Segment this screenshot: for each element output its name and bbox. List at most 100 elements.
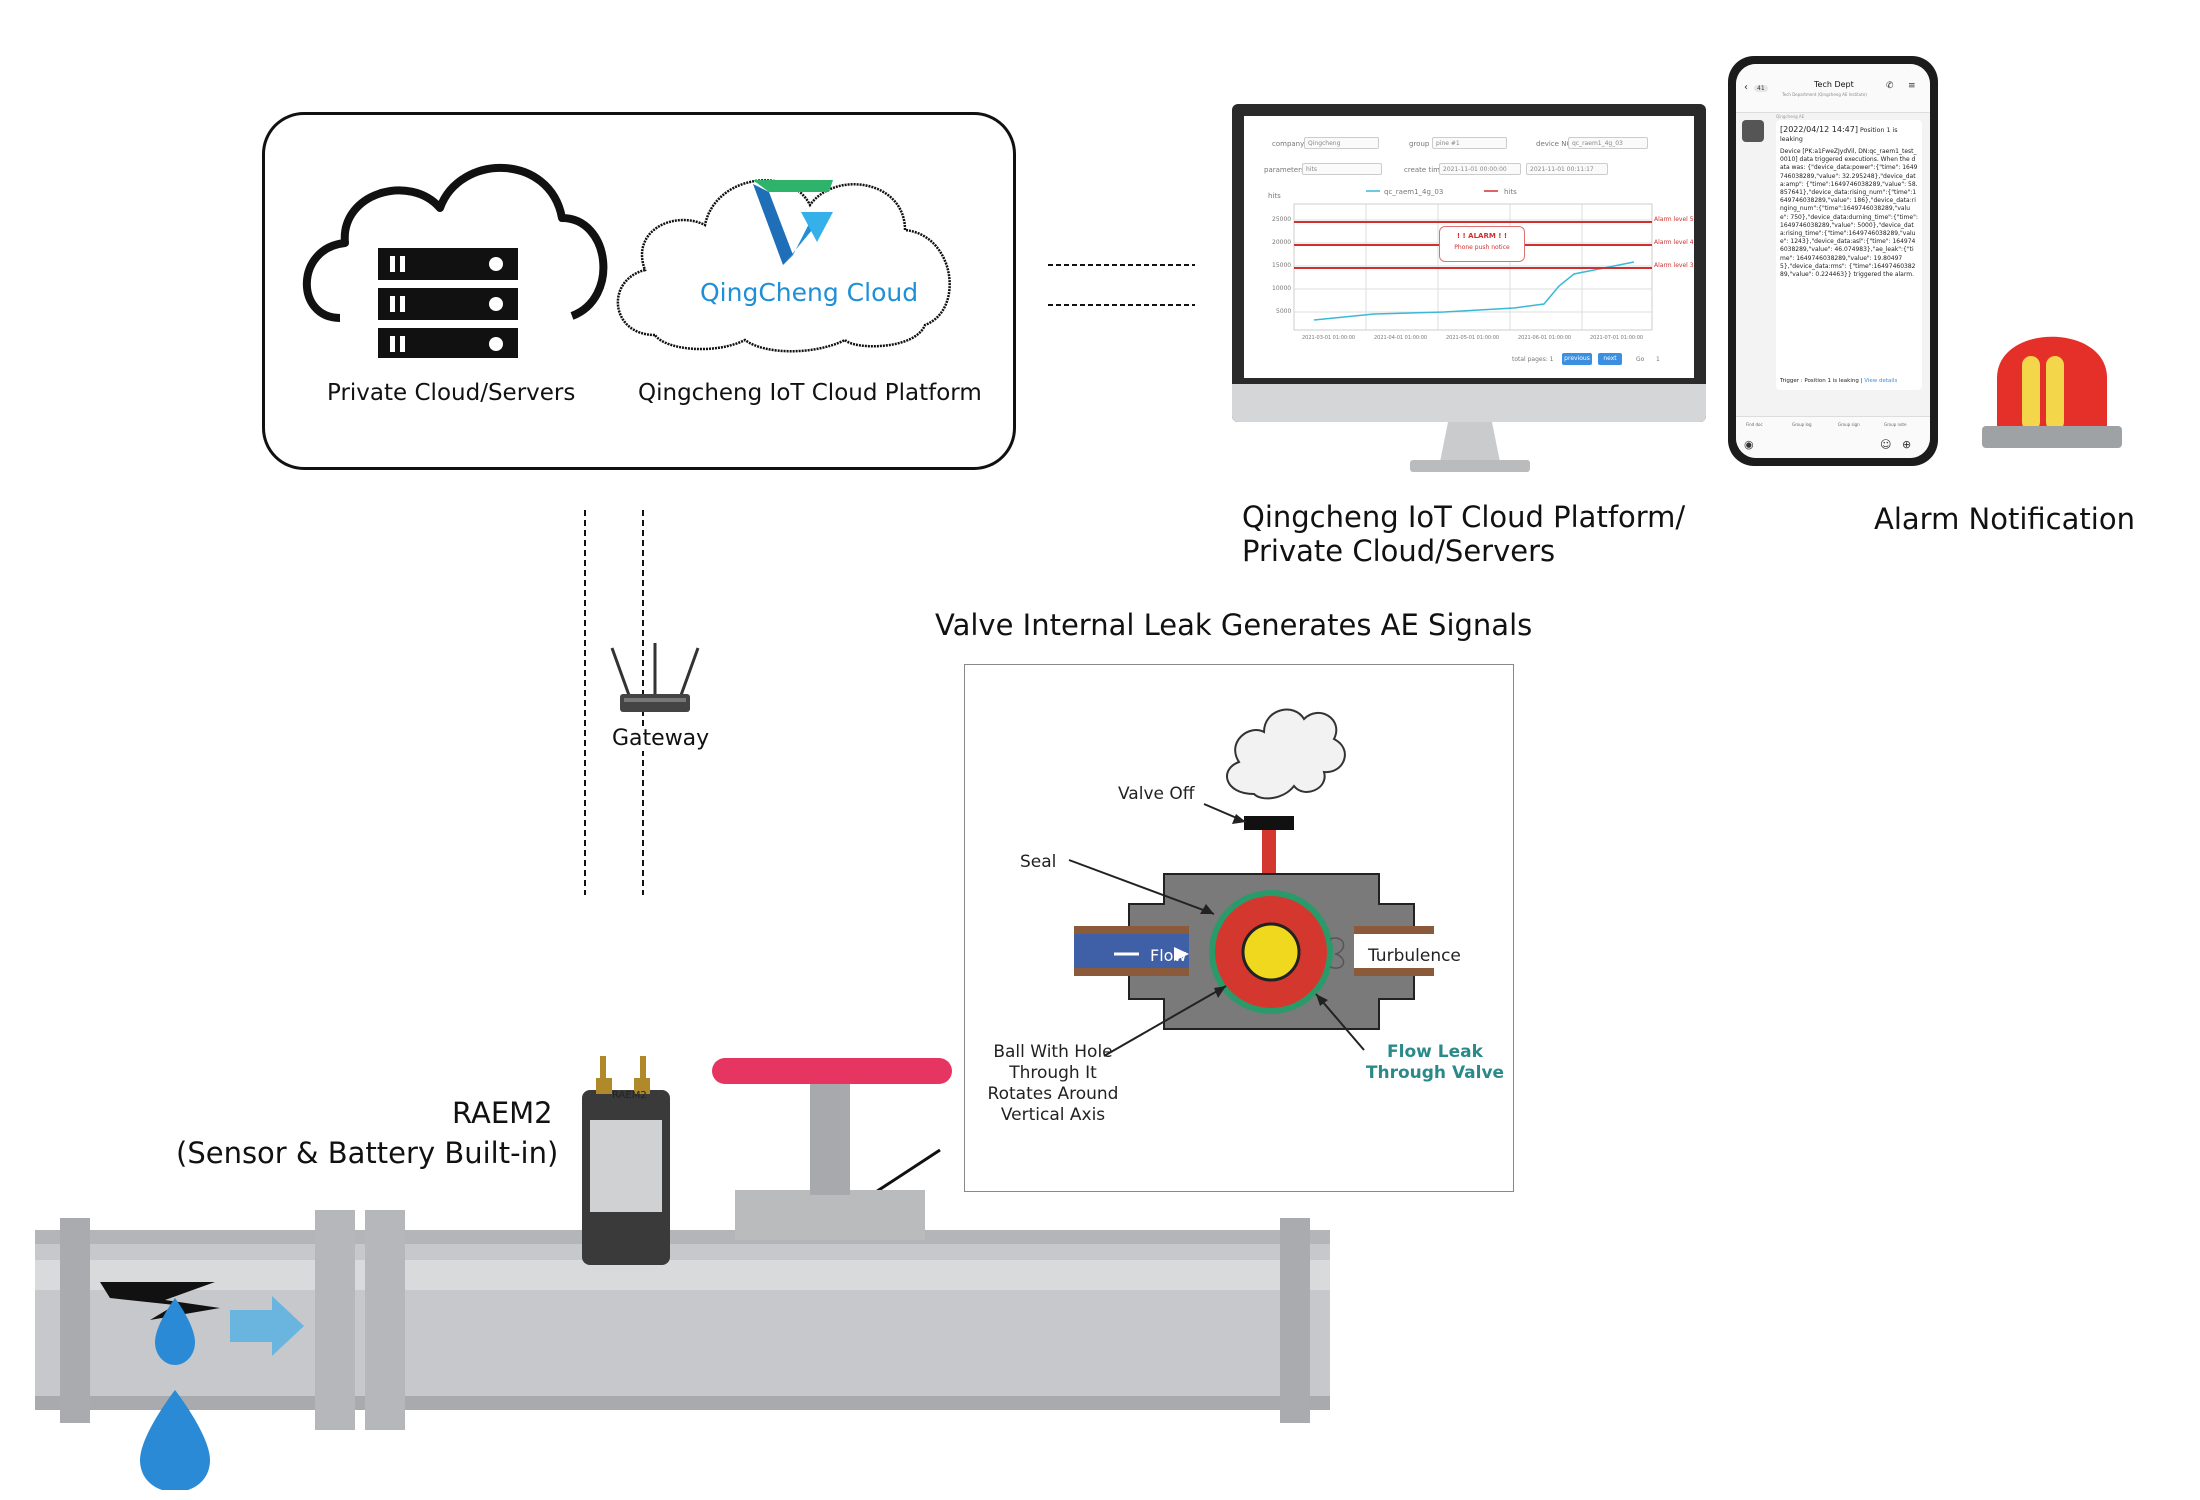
toolbar-item[interactable]: Group sign xyxy=(1838,422,1860,427)
view-details-link[interactable]: View details xyxy=(1864,378,1898,384)
steam-cloud-icon xyxy=(1226,708,1346,800)
chat-title: Tech Dept xyxy=(1814,80,1854,89)
alarm-level-5-line xyxy=(1294,221,1652,223)
platform-servers-label-line1: Qingcheng IoT Cloud Platform/ xyxy=(1242,500,1686,534)
ball-hole xyxy=(1241,922,1301,982)
message-body: Device [PK:a1FweZJydVil, DN:qc_raem1_tes… xyxy=(1780,148,1918,279)
pager-page[interactable]: 1 xyxy=(1656,356,1660,363)
alarm-popup: ! ! ALARM ! ! Phone push notice xyxy=(1439,226,1525,262)
parameters-select[interactable]: hits xyxy=(1302,163,1382,175)
sensor-name-label: RAEM2 xyxy=(452,1096,553,1130)
add-icon[interactable]: ⊕ xyxy=(1902,438,1912,451)
x-tick-label: 2021-03-01 01:00:00 xyxy=(1302,335,1356,341)
alarm-light-icon xyxy=(1982,336,2122,448)
y-tick-label: 10000 xyxy=(1272,285,1292,292)
sensor-device xyxy=(582,1056,670,1265)
next-button[interactable]: next xyxy=(1598,353,1622,365)
dashboard-screen: company Qingcheng group pine #1 device N… xyxy=(1244,116,1694,378)
bot-tag: Qingcheng AE xyxy=(1776,114,1805,119)
gateway-label: Gateway xyxy=(610,726,712,751)
device-select[interactable]: qc_raem1_4g_03 xyxy=(1568,137,1648,149)
toolbar-item[interactable]: Group note xyxy=(1884,422,1907,427)
call-icon[interactable]: ✆ xyxy=(1886,81,1894,91)
toolbar-item[interactable]: Group log xyxy=(1792,422,1812,427)
private-cloud-icon xyxy=(302,163,608,358)
y-tick-label: 25000 xyxy=(1272,216,1292,223)
qingcheng-cloud-icon xyxy=(616,179,951,353)
pager-total: total pages: 1 xyxy=(1512,356,1554,363)
x-tick-label: 2021-04-01 01:00:00 xyxy=(1374,335,1428,341)
y-tick-label: 20000 xyxy=(1272,239,1292,246)
seal-label: Seal xyxy=(1020,852,1057,872)
menu-icon[interactable]: ≡ xyxy=(1908,81,1916,91)
toolbar-item[interactable]: Find doc xyxy=(1746,422,1763,427)
alarm-popup-text: Phone push notice xyxy=(1454,244,1510,251)
back-count-badge: 41 xyxy=(1754,85,1768,92)
alarm-level-label: Alarm level 5 xyxy=(1654,216,1694,223)
bot-avatar-icon xyxy=(1742,120,1764,142)
valve-leak-title: Valve Internal Leak Generates AE Signals xyxy=(935,608,1533,642)
chat-subtitle: Tech Department (Qingcheng AE Institute) xyxy=(1782,92,1867,97)
water-drop-icon xyxy=(140,1390,210,1490)
alarm-popup-title: ! ! ALARM ! ! xyxy=(1456,232,1508,240)
valve-handle-assembly xyxy=(712,1058,952,1240)
emoji-icon[interactable]: ☺ xyxy=(1880,438,1892,451)
valve-stem xyxy=(1262,830,1276,885)
legend-alarm-label: hits xyxy=(1504,188,1517,196)
sensor-desc-label: (Sensor & Battery Built-in) xyxy=(176,1136,559,1170)
ball-line: Ball With Hole xyxy=(993,1042,1113,1062)
flow-pipe-left xyxy=(1074,926,1189,976)
turbulence-label: Turbulence xyxy=(1368,946,1461,966)
monitor-chin xyxy=(1232,384,1706,422)
chart-series-line xyxy=(1313,261,1635,321)
back-icon[interactable]: ‹ xyxy=(1744,82,1748,93)
group-select[interactable]: pine #1 xyxy=(1432,137,1507,149)
qingcheng-platform-label: Qingcheng IoT Cloud Platform xyxy=(638,380,982,406)
previous-button[interactable]: previous xyxy=(1562,353,1592,365)
pipeline-scene xyxy=(35,1056,1330,1490)
x-tick-label: 2021-06-01 01:00:00 xyxy=(1518,335,1572,341)
y-tick-label: 5000 xyxy=(1276,308,1292,315)
x-tick-label: 2021-07-01 01:00:00 xyxy=(1590,335,1644,341)
flow-leak-line: Through Valve xyxy=(1365,1063,1505,1083)
leak-lightning-icon xyxy=(100,1282,220,1320)
valve-off-cap xyxy=(1244,816,1294,830)
ball-line: Rotates Around xyxy=(987,1084,1119,1104)
trigger-line: Trigger : Position 1 is leaking | xyxy=(1780,378,1863,384)
flow-arrow-icon xyxy=(230,1296,304,1356)
private-cloud-label: Private Cloud/Servers xyxy=(327,380,576,406)
valve-off-label: Valve Off xyxy=(1118,784,1195,804)
alarm-level-label: Alarm level 4 xyxy=(1654,239,1694,246)
alarm-level-label: Alarm level 3 xyxy=(1654,262,1694,269)
voice-icon[interactable]: ◉ xyxy=(1744,438,1754,451)
message-timestamp: [2022/04/12 14:47] xyxy=(1780,125,1858,134)
flow-label: Flow xyxy=(1150,946,1187,965)
message-head: Position 1 is leaking xyxy=(1780,127,1898,143)
alarm-message-bubble: [2022/04/12 14:47] Position 1 is leaking… xyxy=(1776,120,1922,390)
platform-servers-label-line2: Private Cloud/Servers xyxy=(1242,534,1556,568)
alarm-level-3-line xyxy=(1294,267,1652,269)
ball-description: Ball With Hole Through It Rotates Around… xyxy=(968,1042,1138,1126)
end-time-field[interactable]: 2021-11-01 00:11:17 xyxy=(1526,163,1608,175)
ball-line: Vertical Axis xyxy=(1000,1105,1106,1125)
start-time-field[interactable]: 2021-11-01 00:00:00 xyxy=(1439,163,1521,175)
x-tick-label: 2021-05-01 01:00:00 xyxy=(1446,335,1500,341)
server-rack-icon xyxy=(378,248,518,358)
pager-go[interactable]: Go xyxy=(1636,356,1645,363)
dashed-connector-horizontal xyxy=(1048,264,1195,306)
water-drop-icon xyxy=(155,1298,195,1365)
main-pipe xyxy=(35,1210,1330,1430)
legend-series-label: qc_raem1_4g_03 xyxy=(1384,188,1444,196)
company-select[interactable]: Qingcheng xyxy=(1304,137,1379,149)
unit-label: hits xyxy=(1268,192,1281,200)
monitor-stand xyxy=(1410,422,1530,472)
parameters-filter-label: parameters xyxy=(1264,166,1305,174)
gateway-router-icon xyxy=(610,643,700,712)
group-filter-label: group xyxy=(1409,140,1430,148)
valve-cross-section xyxy=(1068,708,1434,1057)
ball-line: Through It xyxy=(1009,1063,1097,1083)
qingcheng-logo-icon xyxy=(753,180,833,265)
flow-leak-label: Flow Leak Through Valve xyxy=(1350,1042,1520,1084)
qingcheng-cloud-logo-text: QingCheng Cloud xyxy=(700,278,919,307)
device-filter-label: device NO. xyxy=(1536,140,1574,148)
